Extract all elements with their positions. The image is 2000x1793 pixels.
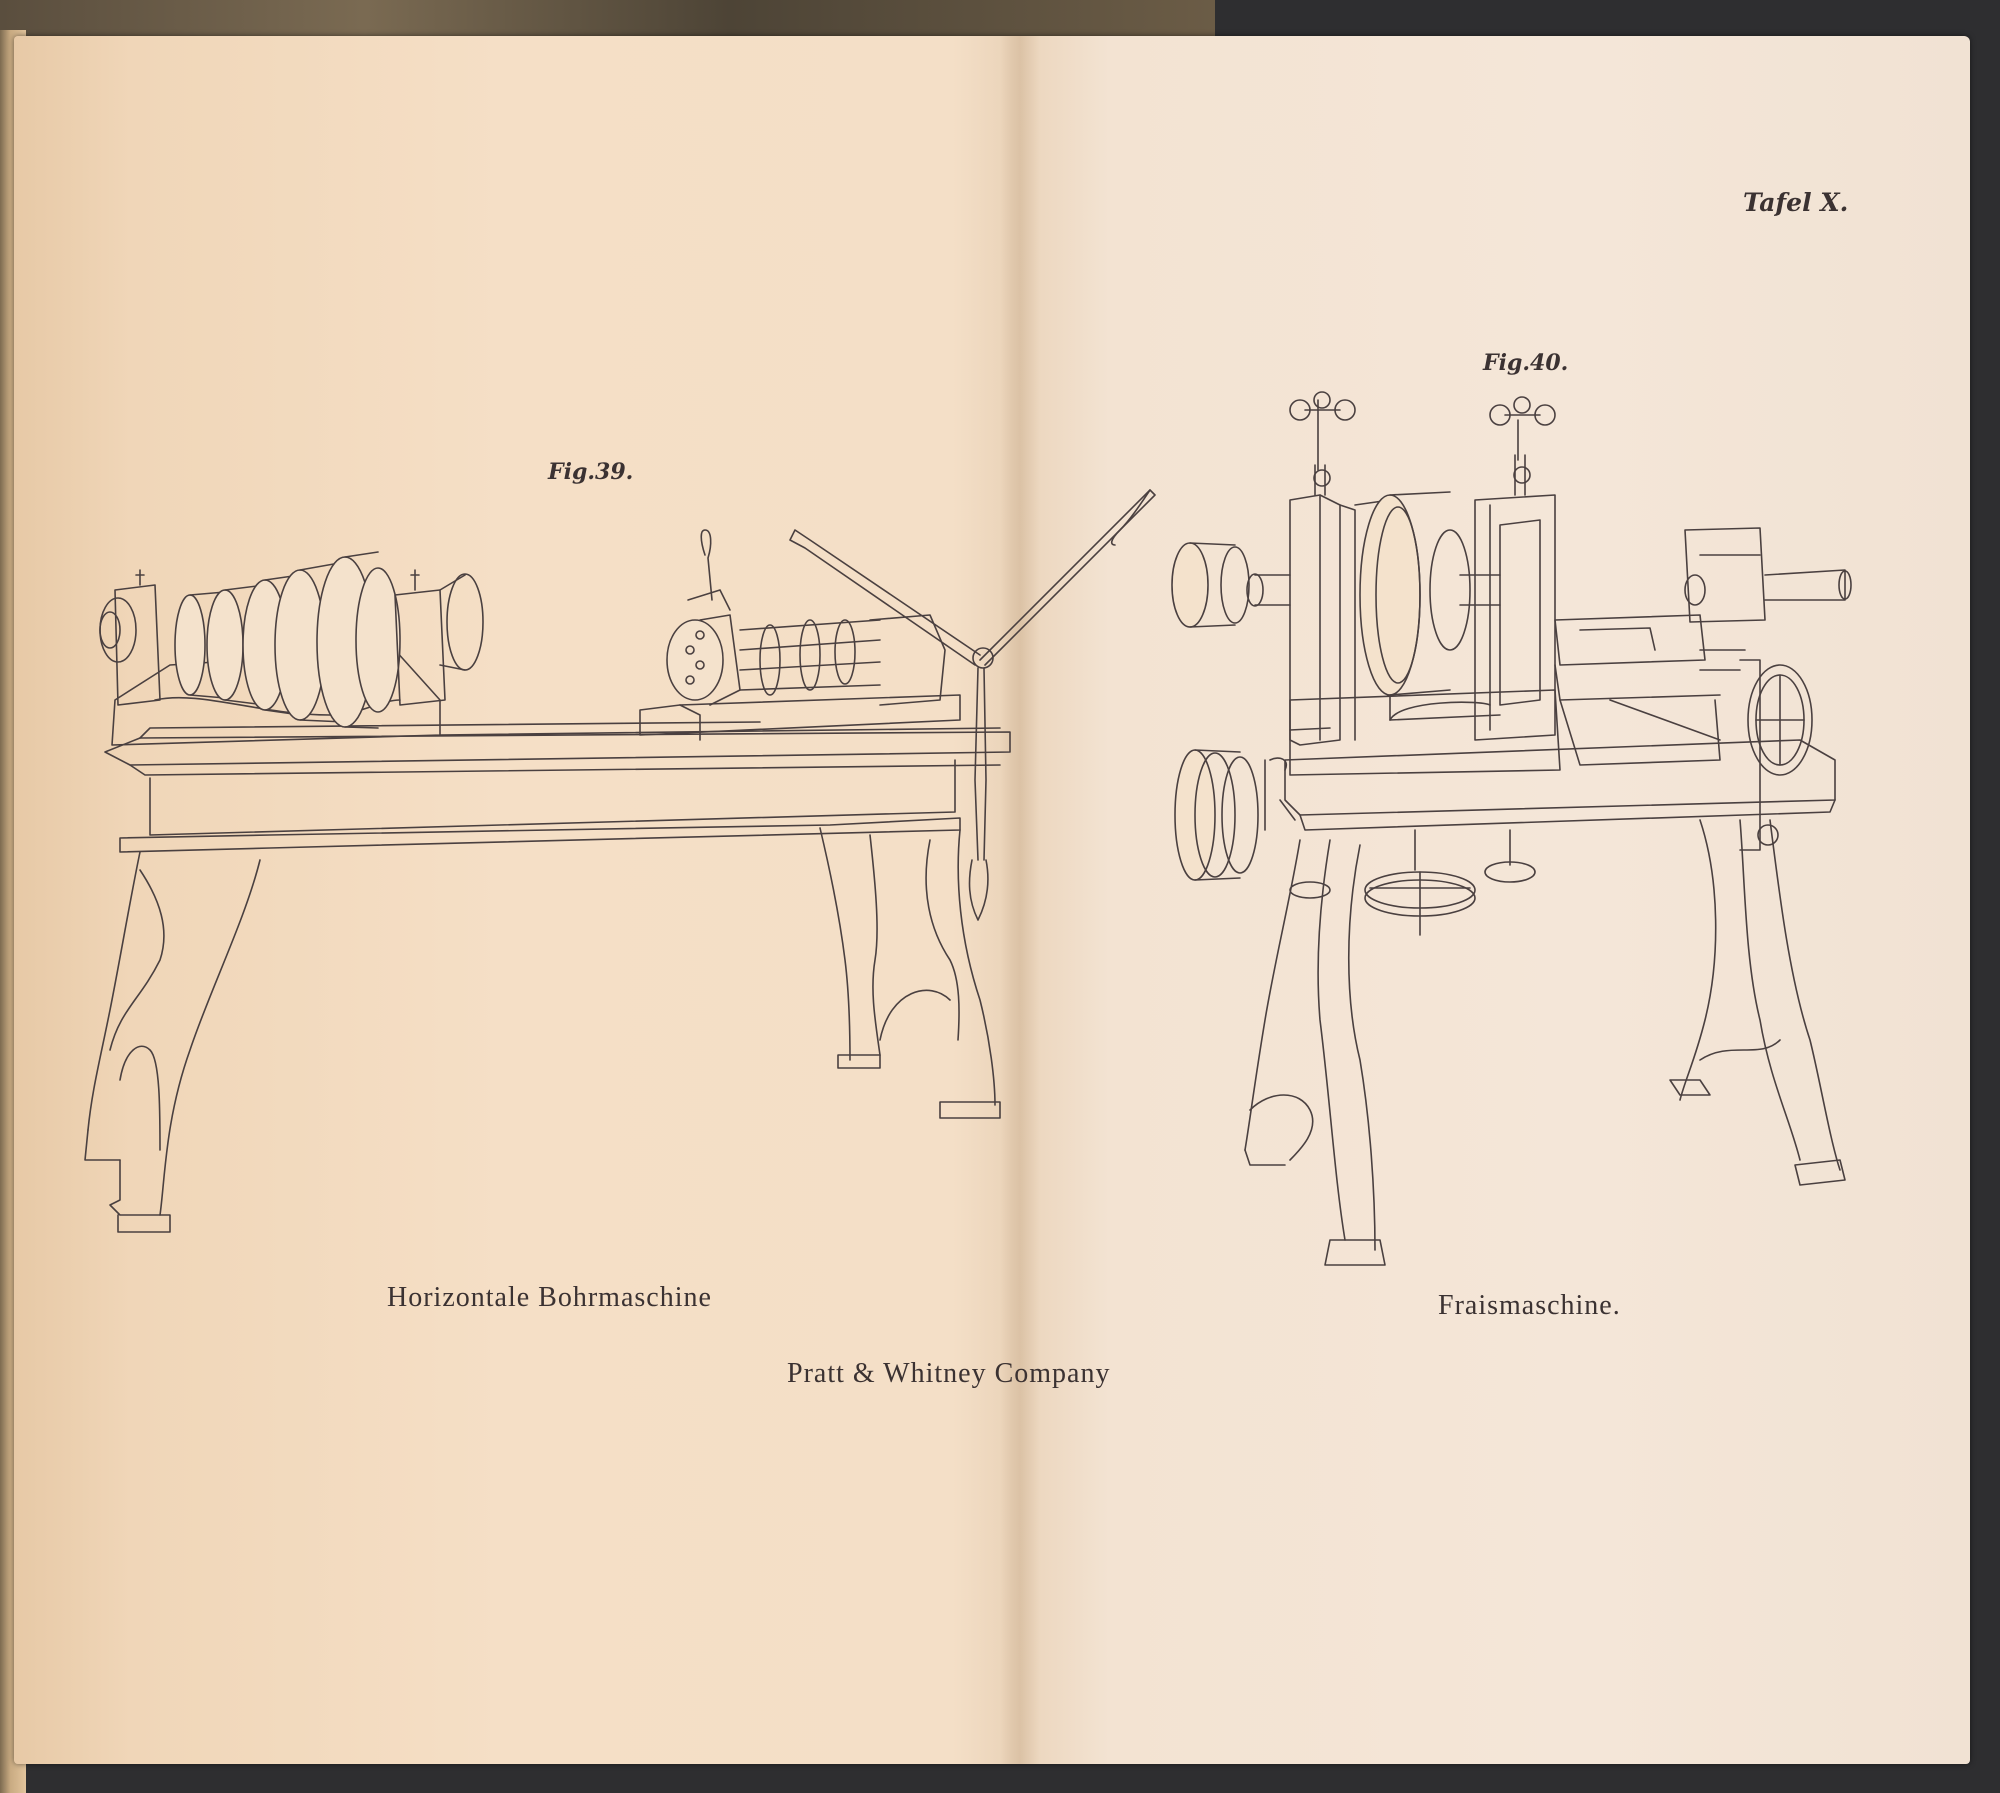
figure-40-number: Fig.40. (1483, 350, 1569, 376)
figure-39-number: Fig.39. (548, 459, 634, 485)
plate-page (14, 36, 1970, 1764)
maker-credit: Pratt & Whitney Company (787, 1358, 1111, 1389)
figure-40-caption: Fraismaschine. (1438, 1290, 1621, 1321)
plate-label: Tafel X. (1743, 188, 1849, 217)
book-cover-edge-top (0, 0, 1215, 40)
figure-39-caption: Horizontale Bohrmaschine (387, 1282, 712, 1313)
page-fold-shadow (1000, 36, 1040, 1764)
